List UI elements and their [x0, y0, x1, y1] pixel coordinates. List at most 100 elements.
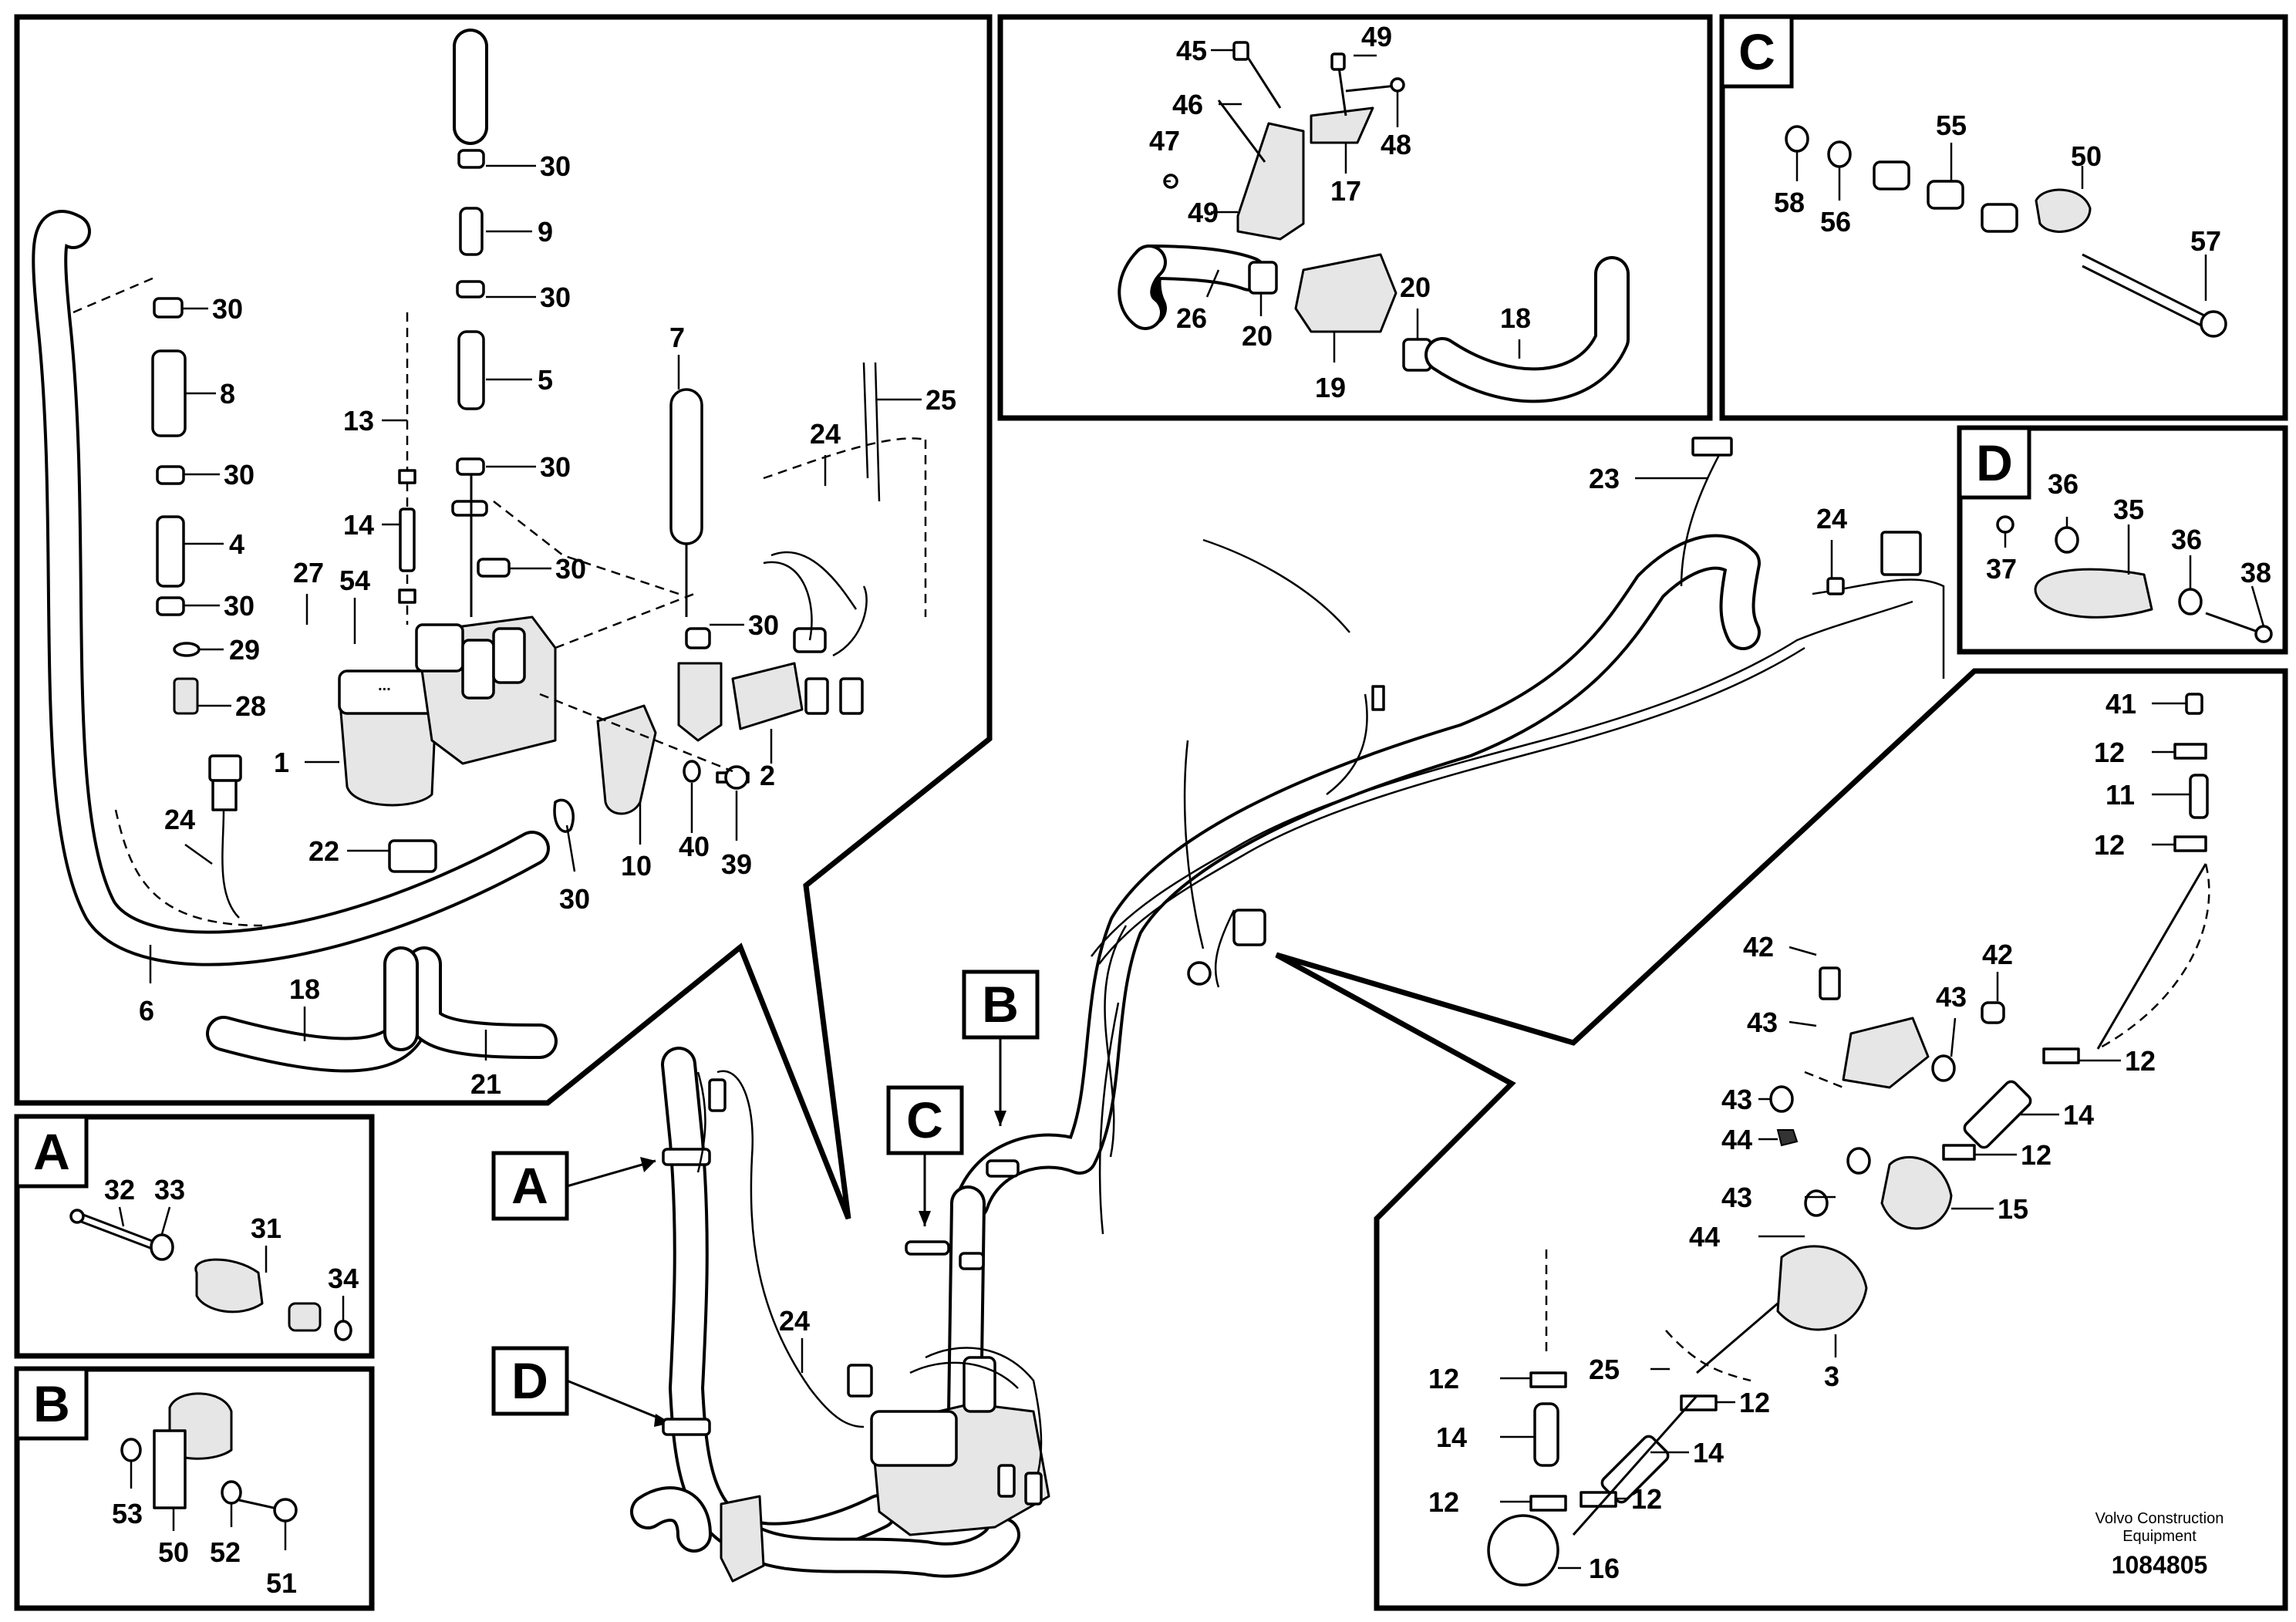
svg-text:57: 57 [2190, 225, 2221, 257]
svg-text:28: 28 [235, 690, 266, 722]
svg-text:Equipment: Equipment [2122, 1528, 2197, 1545]
svg-text:46: 46 [1172, 89, 1203, 120]
svg-text:30: 30 [540, 282, 571, 313]
svg-text:30: 30 [555, 553, 586, 585]
top-middle-drawing [1118, 41, 1630, 403]
svg-text:11: 11 [2106, 779, 2135, 811]
svg-text:53: 53 [112, 1498, 143, 1529]
overview-callout-b: B [962, 969, 1040, 1126]
svg-text:12: 12 [1631, 1483, 1662, 1515]
inset-a-tag: A [15, 1114, 89, 1189]
svg-text:30: 30 [559, 883, 590, 915]
svg-text:44: 44 [1689, 1221, 1720, 1253]
svg-text:14: 14 [1436, 1421, 1467, 1453]
svg-text:30: 30 [224, 459, 255, 491]
svg-text:42: 42 [1743, 931, 1774, 963]
svg-text:10: 10 [621, 850, 652, 882]
svg-text:40: 40 [679, 831, 710, 862]
svg-text:33: 33 [154, 1174, 185, 1206]
svg-text:Volvo Construction: Volvo Construction [2095, 1510, 2224, 1527]
svg-text:23: 23 [1589, 463, 1620, 494]
svg-text:30: 30 [224, 590, 255, 622]
svg-text:34: 34 [328, 1263, 359, 1294]
svg-text:12: 12 [1739, 1387, 1770, 1418]
svg-text:12: 12 [1428, 1486, 1459, 1518]
svg-text:∙∙∙: ∙∙∙ [378, 681, 391, 698]
inset-d-labels: 37 36 35 36 38 [1986, 468, 2271, 627]
svg-text:7: 7 [669, 322, 685, 353]
svg-text:14: 14 [1693, 1437, 1724, 1469]
svg-text:C: C [1738, 23, 1775, 80]
svg-text:B: B [982, 976, 1019, 1033]
svg-text:26: 26 [1176, 302, 1207, 334]
svg-text:24: 24 [810, 418, 841, 450]
svg-text:39: 39 [721, 848, 752, 880]
inset-a-labels: 32 33 31 34 [104, 1174, 359, 1320]
svg-text:12: 12 [2021, 1139, 2052, 1171]
inset-c-tag: C [1720, 15, 1794, 89]
svg-text:30: 30 [540, 451, 571, 483]
main-detail-drawing: ∙∙∙ [32, 29, 927, 1073]
svg-text:43: 43 [1936, 981, 1967, 1013]
svg-text:18: 18 [1500, 302, 1531, 334]
svg-text:4: 4 [229, 528, 244, 560]
svg-text:37: 37 [1986, 553, 2017, 585]
svg-text:32: 32 [104, 1174, 135, 1206]
svg-text:47: 47 [1149, 125, 1180, 157]
svg-text:18: 18 [289, 973, 320, 1005]
svg-text:43: 43 [1721, 1182, 1752, 1213]
svg-text:45: 45 [1176, 35, 1207, 66]
svg-text:C: C [906, 1091, 943, 1148]
inset-d-drawing [1996, 515, 2273, 643]
inset-d-tag: D [1957, 426, 2031, 500]
overview-callout-c: C [886, 1085, 964, 1226]
svg-text:3: 3 [1824, 1361, 1839, 1392]
svg-text:42: 42 [1982, 939, 2013, 970]
svg-text:D: D [1976, 434, 2013, 491]
svg-text:52: 52 [210, 1536, 241, 1568]
svg-text:51: 51 [266, 1567, 297, 1599]
svg-text:21: 21 [470, 1068, 501, 1100]
svg-text:36: 36 [2048, 468, 2079, 500]
svg-text:35: 35 [2113, 494, 2144, 525]
svg-text:13: 13 [343, 405, 374, 437]
svg-text:D: D [511, 1352, 548, 1409]
svg-text:38: 38 [2240, 557, 2271, 588]
svg-text:29: 29 [229, 634, 260, 666]
svg-text:30: 30 [540, 150, 571, 182]
svg-text:30: 30 [748, 609, 779, 641]
svg-text:5: 5 [538, 364, 553, 396]
svg-text:9: 9 [538, 216, 553, 248]
lower-right-labels: 41 12 11 12 42 42 43 43 12 43 14 44 12 4… [1428, 688, 2190, 1584]
svg-text:A: A [33, 1123, 70, 1180]
svg-text:14: 14 [2063, 1099, 2094, 1131]
svg-text:24: 24 [164, 804, 195, 835]
inset-b-tag: B [15, 1367, 89, 1441]
inset-b-labels: 53 50 52 51 [112, 1462, 297, 1599]
svg-text:43: 43 [1721, 1084, 1752, 1115]
svg-text:49: 49 [1188, 197, 1219, 228]
svg-text:48: 48 [1381, 129, 1411, 160]
footer-brand: Volvo Construction Equipment 1084805 [2095, 1510, 2224, 1579]
svg-text:12: 12 [2125, 1045, 2156, 1077]
main-detail-labels: 30 9 30 5 30 30 30 8 30 4 30 29 28 13 14… [139, 150, 956, 1100]
main-detail-frame [14, 14, 993, 1220]
document-number: 1084805 [2112, 1551, 2208, 1579]
svg-text:22: 22 [308, 835, 339, 867]
svg-text:36: 36 [2171, 524, 2202, 555]
svg-text:44: 44 [1721, 1124, 1752, 1155]
svg-text:27: 27 [293, 557, 324, 588]
svg-text:17: 17 [1330, 175, 1361, 207]
svg-text:14: 14 [343, 509, 374, 541]
overview-drawing [630, 437, 1945, 1583]
svg-text:54: 54 [339, 565, 370, 596]
svg-text:20: 20 [1400, 271, 1431, 303]
svg-text:25: 25 [1589, 1354, 1620, 1385]
svg-text:19: 19 [1315, 372, 1346, 403]
svg-text:56: 56 [1820, 206, 1851, 238]
svg-text:24: 24 [779, 1305, 810, 1337]
top-middle-labels: 45 49 46 48 47 17 49 26 20 20 19 18 [1149, 21, 1531, 403]
svg-text:15: 15 [1998, 1193, 2028, 1225]
overview-callout-d: D [491, 1346, 672, 1427]
svg-text:50: 50 [158, 1536, 189, 1568]
